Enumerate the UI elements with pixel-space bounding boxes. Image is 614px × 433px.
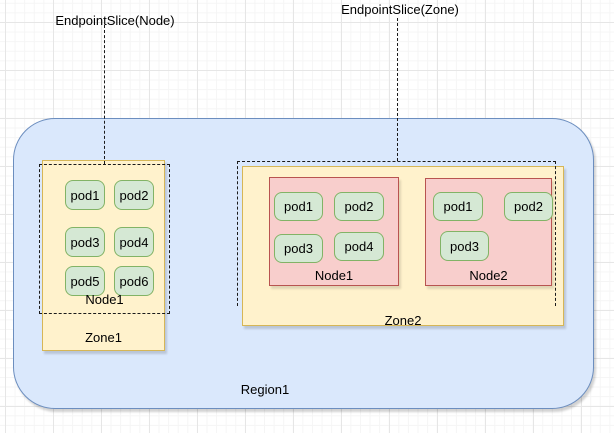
zone1-node1-label: Node1 — [85, 292, 124, 307]
zone1-label: Zone1 — [85, 330, 122, 345]
zone2-node1-pod1: pod1 — [274, 192, 323, 221]
zone2-node1-pod2: pod2 — [334, 192, 384, 221]
zone2-node2-box: pod1 pod2 pod3 Node2 — [425, 178, 553, 286]
zone2-node2-pod1: pod1 — [433, 192, 483, 221]
zone2-node1-pod4: pod4 — [334, 232, 384, 261]
zone2-label: Zone2 — [384, 313, 422, 328]
zone1-node1-pod5: pod5 — [65, 266, 105, 296]
endpointslice-zone-connector-line — [397, 18, 398, 161]
zone1-box: Zone1 pod1 pod2 pod3 pod4 pod5 pod6 Node… — [39, 160, 170, 351]
zone2-dashed-box — [237, 161, 556, 306]
zone1-node1-pod2: pod2 — [114, 180, 154, 210]
region1-label: Region1 — [240, 382, 290, 397]
endpointslice-node-connector-line — [104, 25, 105, 164]
zone2-node2-label: Node2 — [469, 268, 508, 283]
zone1-node1-pod4: pod4 — [114, 227, 154, 257]
zone1-node1-pod1: pod1 — [65, 180, 105, 210]
zone2-box: Zone2 pod1 pod2 pod3 pod4 Node1 pod1 pod… — [242, 166, 564, 328]
zone1-node1-pod3: pod3 — [65, 227, 105, 257]
region1-box: Region1 Zone1 pod1 pod2 pod3 pod4 pod5 p… — [13, 118, 594, 409]
zone2-node1-label: Node1 — [314, 268, 354, 283]
zone2-node1-pod3: pod3 — [274, 234, 323, 263]
zone2-node2-pod3: pod3 — [440, 231, 489, 261]
zone2-node1-box: pod1 pod2 pod3 pod4 Node1 — [269, 177, 399, 286]
zone2-node2-pod2: pod2 — [504, 192, 553, 221]
endpointslice-node-label: EndpointSlice(Node) — [55, 13, 175, 28]
endpointslice-zone-label: EndpointSlice(Zone) — [341, 2, 459, 17]
zone1-node1-pod6: pod6 — [114, 266, 154, 296]
zone1-node1-dashed-box: pod1 pod2 pod3 pod4 pod5 pod6 Node1 — [39, 164, 170, 314]
